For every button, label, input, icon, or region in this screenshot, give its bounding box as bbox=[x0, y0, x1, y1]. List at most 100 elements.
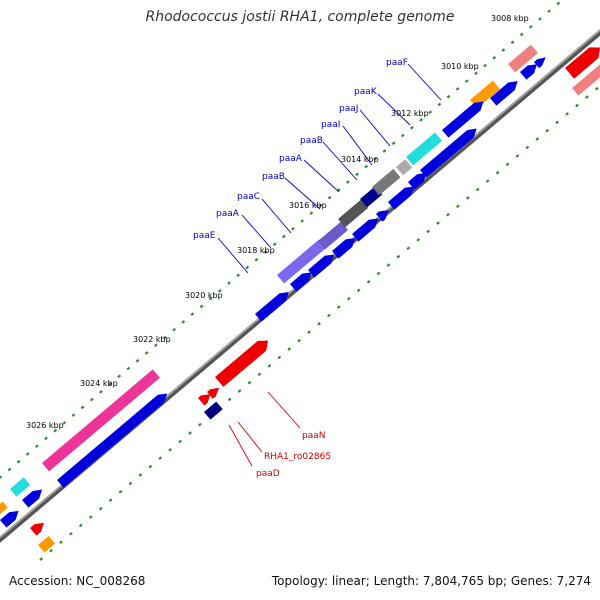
gene-arrow[interactable] bbox=[0, 510, 19, 528]
gene-label-paaK[interactable]: paaK bbox=[354, 87, 378, 97]
gene-label-paaB[interactable]: paaB bbox=[300, 136, 323, 146]
scale-tick bbox=[59, 540, 63, 545]
gene-feature[interactable] bbox=[204, 401, 223, 420]
scale-tick bbox=[485, 179, 490, 183]
gene-feature[interactable] bbox=[470, 80, 501, 109]
scale-tick bbox=[515, 154, 520, 158]
gene-feature[interactable] bbox=[0, 501, 8, 515]
scale-tick bbox=[217, 289, 222, 293]
scale-tick bbox=[364, 164, 369, 169]
gene-arrow[interactable] bbox=[520, 64, 537, 80]
scale-tick bbox=[538, 17, 542, 21]
gene-arrow[interactable] bbox=[308, 254, 335, 278]
scale-tick bbox=[236, 273, 240, 278]
gene-feature[interactable] bbox=[508, 44, 539, 73]
scale-tick bbox=[382, 149, 387, 153]
scale-tick bbox=[227, 397, 232, 402]
scale-tick bbox=[198, 422, 202, 427]
feature-tracks bbox=[0, 44, 600, 553]
gene-arrow[interactable] bbox=[207, 387, 220, 399]
scale-label: 3018 kbp bbox=[237, 246, 275, 255]
scale-tick bbox=[475, 187, 480, 192]
gene-feature[interactable] bbox=[38, 535, 56, 553]
gene-arrow[interactable] bbox=[388, 186, 415, 210]
gene-label-paaC[interactable]: paaC bbox=[237, 192, 260, 202]
scale-tick bbox=[247, 380, 252, 385]
scale-tick bbox=[98, 506, 103, 511]
gene-feature[interactable] bbox=[338, 199, 369, 228]
scale-tick bbox=[190, 312, 195, 316]
gene-label-paaF[interactable]: paaF bbox=[386, 58, 408, 68]
gene-arrow[interactable] bbox=[332, 238, 356, 259]
scale-tick bbox=[297, 338, 301, 343]
scale-label: 3020 kbp bbox=[185, 291, 223, 300]
gene-arrow[interactable] bbox=[22, 489, 43, 508]
scale-tick bbox=[318, 203, 323, 208]
scale-tick bbox=[25, 452, 30, 456]
gene-arrow[interactable] bbox=[376, 210, 389, 222]
scale-tick bbox=[309, 211, 314, 215]
gene-feature[interactable] bbox=[42, 369, 160, 472]
scale-tick bbox=[446, 212, 450, 217]
scale-tick bbox=[547, 9, 551, 14]
gene-arrow[interactable] bbox=[565, 47, 600, 79]
scale-tick bbox=[78, 523, 83, 528]
gene-label-paaD[interactable]: paaD bbox=[256, 469, 280, 479]
scale-label: 3012 kbp bbox=[391, 109, 429, 118]
gene-arrow[interactable] bbox=[408, 172, 427, 190]
scale-tick bbox=[257, 372, 262, 377]
scale-tick bbox=[483, 63, 487, 68]
scale-tick bbox=[287, 347, 292, 351]
gene-feature[interactable] bbox=[10, 477, 31, 497]
gene-arrow[interactable] bbox=[57, 393, 168, 488]
scale-tick bbox=[16, 459, 21, 464]
gene-label-paaJ[interactable]: paaJ bbox=[339, 104, 358, 114]
scale-tick bbox=[108, 382, 112, 386]
scale-tick bbox=[565, 112, 569, 116]
scale-tick bbox=[356, 288, 361, 293]
scale-tick bbox=[267, 364, 272, 368]
scale-tick bbox=[406, 246, 411, 251]
gene-arrow[interactable] bbox=[534, 57, 546, 69]
gene-arrow[interactable] bbox=[490, 81, 518, 106]
gene-arrow[interactable] bbox=[290, 272, 312, 292]
gene-label-paaN[interactable]: paaN bbox=[302, 431, 325, 441]
scale-tick bbox=[158, 456, 163, 461]
gene-label-paaI[interactable]: paaI bbox=[321, 120, 340, 130]
gene-feature[interactable] bbox=[406, 132, 443, 166]
scale-tick bbox=[277, 355, 282, 360]
gene-feature[interactable] bbox=[572, 62, 600, 96]
scale-tick bbox=[410, 125, 414, 130]
gene-arrow[interactable] bbox=[352, 218, 379, 242]
gene-feature[interactable] bbox=[372, 168, 401, 196]
scale-tick bbox=[456, 204, 460, 209]
scale-tick bbox=[263, 250, 268, 254]
gene-arrow[interactable] bbox=[215, 340, 269, 387]
gene-arrow[interactable] bbox=[255, 291, 289, 322]
gene-arrow[interactable] bbox=[198, 394, 211, 406]
scale-tick bbox=[237, 389, 242, 393]
scale-tick bbox=[327, 195, 332, 200]
scale-tick bbox=[53, 428, 58, 433]
gene-feature[interactable] bbox=[396, 159, 413, 176]
gene-arrow[interactable] bbox=[420, 128, 477, 178]
gene-label-paaE[interactable]: paaE bbox=[193, 231, 216, 241]
scale-tick bbox=[35, 444, 39, 449]
scale-tick bbox=[355, 172, 359, 177]
gene-arrow[interactable] bbox=[442, 101, 484, 138]
gene-label-paaA[interactable]: paaA bbox=[279, 154, 303, 164]
scale-tick bbox=[400, 133, 405, 138]
scale-tick bbox=[118, 490, 123, 494]
scale-tick bbox=[396, 254, 401, 259]
scale-tick bbox=[144, 351, 149, 355]
scale-tick bbox=[594, 86, 599, 91]
scale-tick bbox=[419, 118, 423, 122]
gene-label-RHA1-ro02865[interactable]: RHA1_ro02865 bbox=[264, 452, 331, 462]
gene-arrow[interactable] bbox=[30, 522, 44, 536]
gene-feature[interactable] bbox=[277, 239, 327, 284]
tick-rows bbox=[0, 1, 599, 561]
gene-label-paaB-2[interactable]: paaB bbox=[262, 172, 285, 182]
scale-tick bbox=[505, 162, 510, 167]
gene-feature[interactable] bbox=[318, 221, 349, 250]
gene-label-paaA-2[interactable]: paaA bbox=[216, 209, 240, 219]
